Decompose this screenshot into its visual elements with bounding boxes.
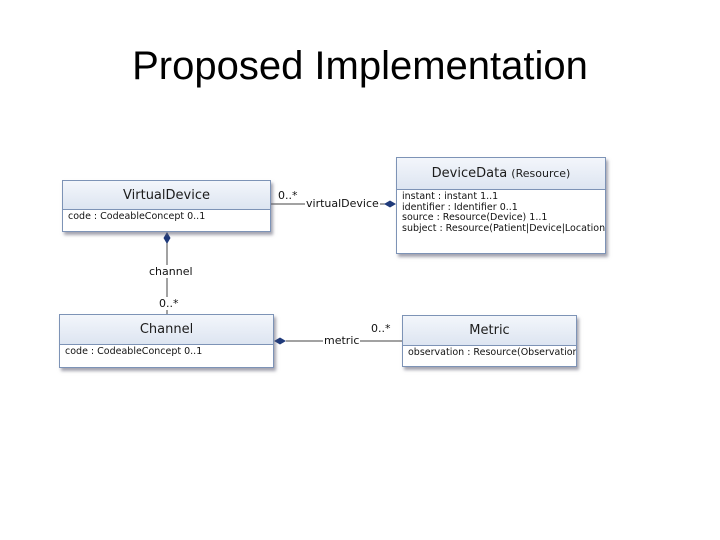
class-channel: Channel code : CodeableConcept 0..1 (59, 314, 274, 368)
class-virtual-device-header: VirtualDevice (63, 181, 270, 210)
class-metric-name: Metric (469, 323, 510, 338)
class-metric-attribute: observation : Resource(Observation) 0..1 (408, 347, 576, 358)
class-device-data-attribute: source : Resource(Device) 1..1 (402, 212, 548, 223)
class-device-data-header: DeviceData (Resource) (397, 158, 605, 190)
channel-multiplicity-label: 0..* (158, 297, 180, 310)
channel-role-label: channel (148, 265, 194, 278)
class-device-data-attribute: identifier : Identifier 0..1 (402, 201, 518, 213)
class-channel-header: Channel (60, 315, 273, 345)
class-device-data-attribute: subject : Resource(Patient|Device|Locati… (402, 222, 605, 234)
slide-title: Proposed Implementation (132, 44, 588, 88)
class-virtual-device-attributes: code : CodeableConcept 0..1 (63, 210, 270, 225)
class-device-data-attribute: instant : instant 1..1 (402, 191, 499, 202)
class-device-data-attributes: instant : instant 1..1 identifier : Iden… (397, 190, 605, 236)
virtual-device-composition-diamond (384, 200, 396, 208)
class-device-data-stereotype: (Resource) (511, 167, 571, 180)
metric-role-label: metric (323, 334, 361, 347)
class-virtual-device-name: VirtualDevice (123, 188, 210, 203)
class-metric: Metric observation : Resource(Observatio… (402, 315, 577, 367)
class-channel-attribute: code : CodeableConcept 0..1 (65, 346, 203, 357)
virtual-device-multiplicity-label: 0..* (278, 189, 298, 202)
class-virtual-device: VirtualDevice code : CodeableConcept 0..… (62, 180, 271, 232)
class-metric-header: Metric (403, 316, 576, 346)
channel-composition-diamond (163, 232, 171, 244)
class-virtual-device-attribute: code : CodeableConcept 0..1 (68, 211, 206, 222)
metric-composition-diamond (274, 337, 286, 345)
class-device-data: DeviceData (Resource) instant : instant … (396, 157, 606, 254)
class-device-data-name: DeviceData (431, 166, 508, 181)
virtual-device-role-label: virtualDevice (305, 197, 380, 210)
class-metric-attributes: observation : Resource(Observation) 0..1 (403, 346, 576, 361)
class-channel-name: Channel (139, 322, 194, 337)
class-channel-attributes: code : CodeableConcept 0..1 (60, 345, 273, 360)
metric-multiplicity-label: 0..* (371, 322, 391, 335)
